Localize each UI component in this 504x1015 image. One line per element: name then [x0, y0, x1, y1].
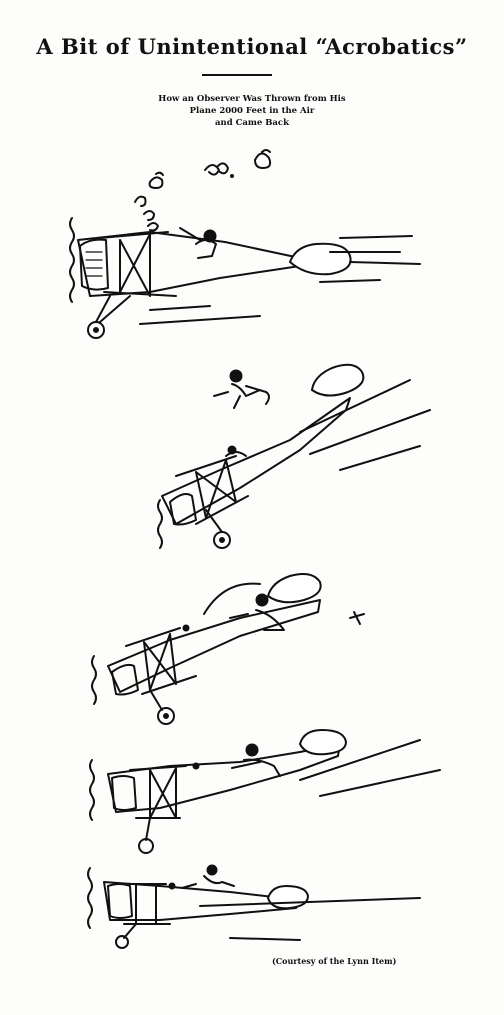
panel-5-plane	[87, 864, 421, 949]
image-credit: (Courtesy of the Lynn Item)	[272, 956, 397, 966]
subtitle-line: How an Observer Was Thrown from His	[158, 94, 346, 104]
panel-2-plane	[157, 363, 431, 549]
title-rule	[202, 74, 272, 76]
panel-4-plane	[89, 728, 441, 854]
panel-1-plane	[69, 149, 421, 339]
panel-3-plane	[91, 573, 365, 725]
subtitle-line: Plane 2000 Feet in the Air	[189, 106, 315, 116]
article-title: A Bit of Unintentional “Acrobatics”	[36, 34, 468, 59]
subtitle-line: and Came Back	[215, 118, 289, 128]
article-subtitle: How an Observer Was Thrown from His Plan…	[100, 93, 404, 129]
